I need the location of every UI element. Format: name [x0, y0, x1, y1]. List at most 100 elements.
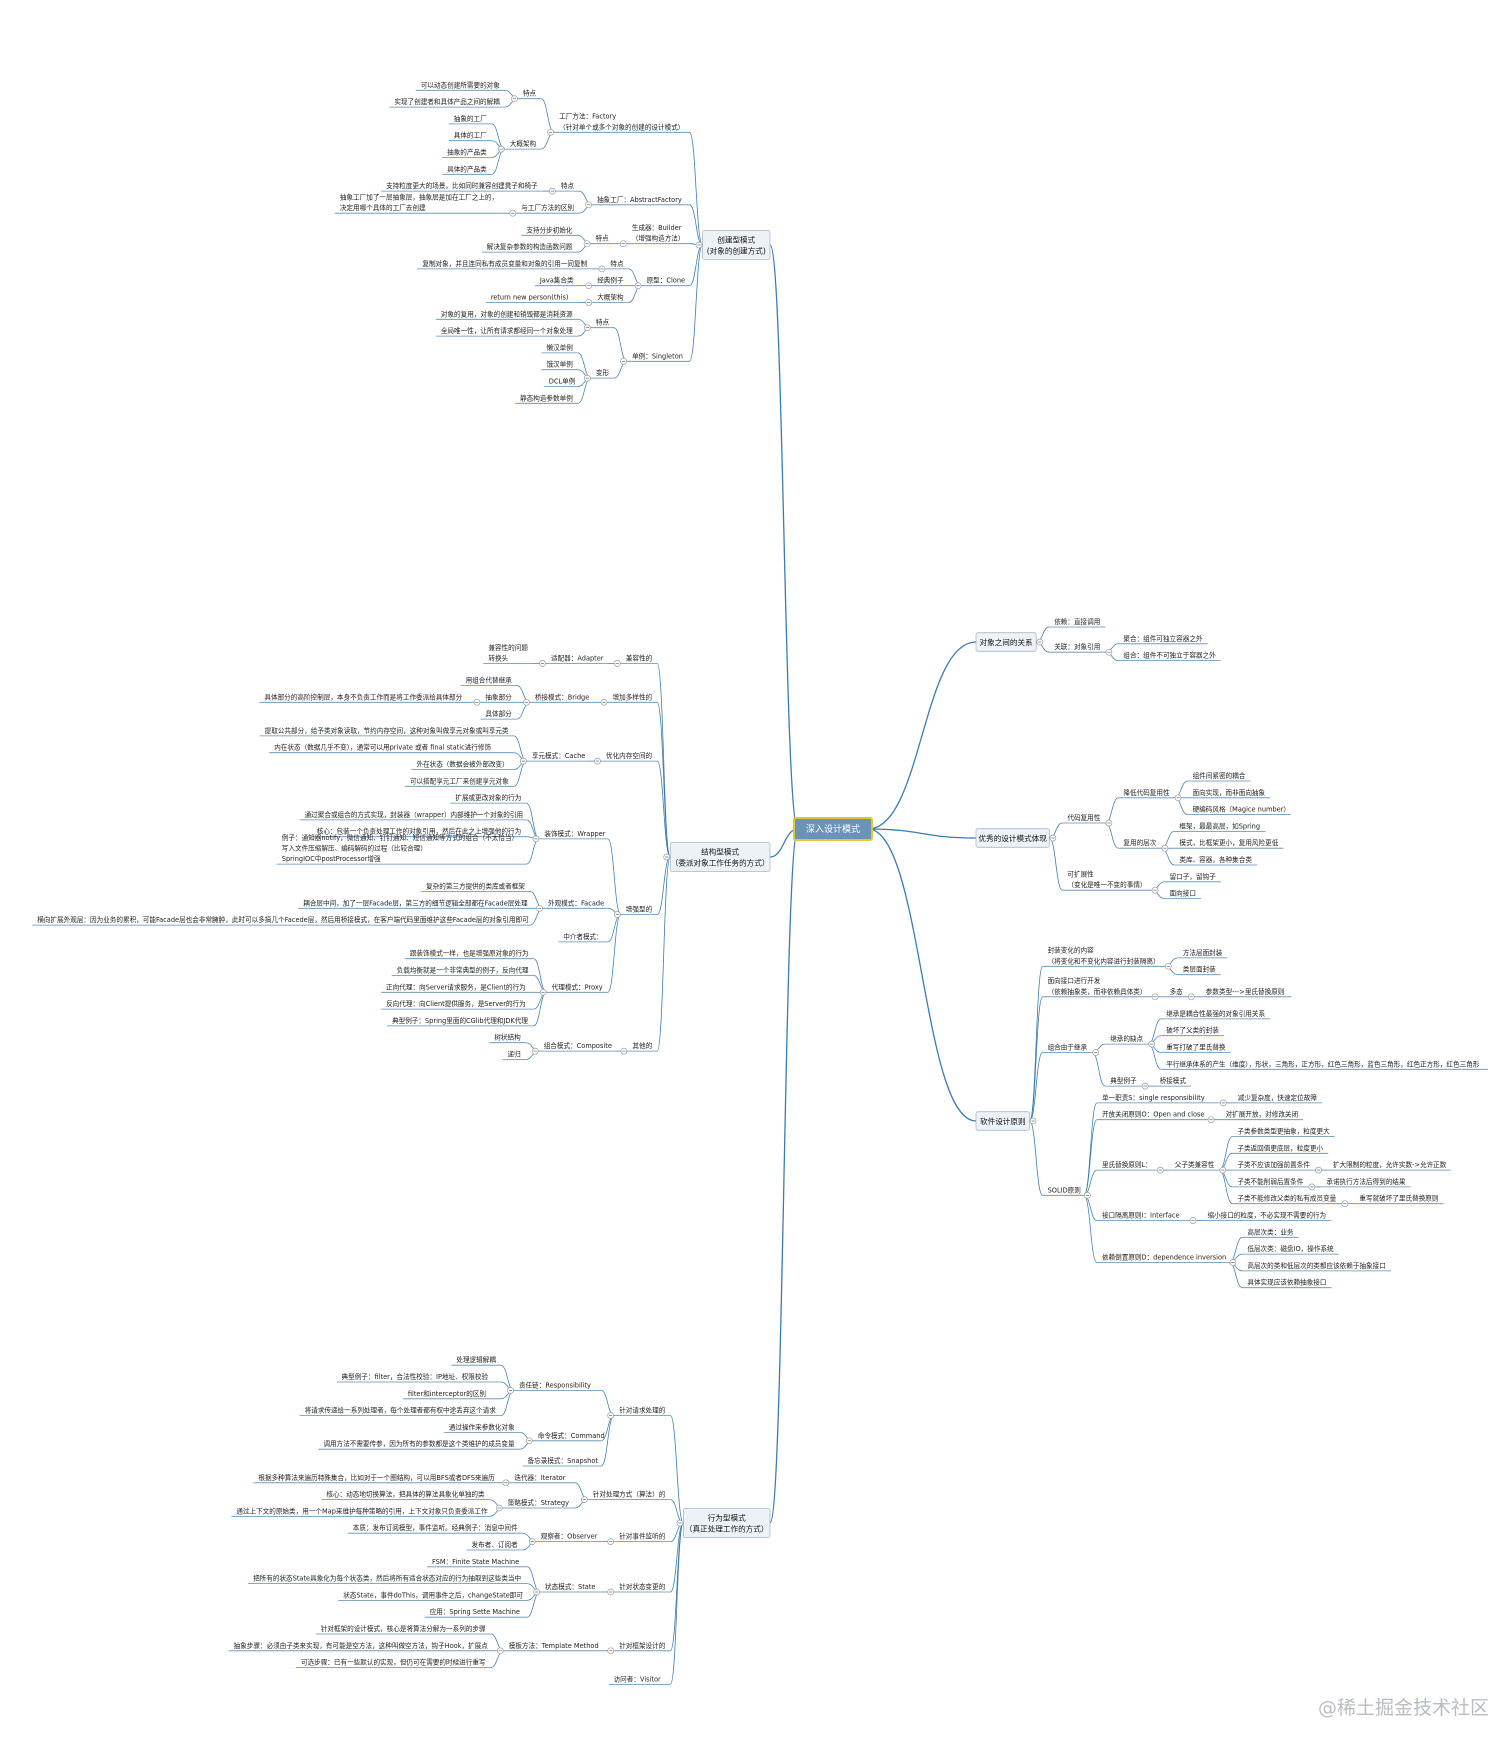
mindmap-node[interactable]: 重写打破了里氏替换	[1161, 1043, 1231, 1053]
mindmap-node[interactable]: 针对框架的设计模式，核心是将算法分解为一系列的步骤	[315, 1624, 491, 1635]
mindmap-node[interactable]: 通过聚合或组合的方式实现，封装器（wrapper）内部维护一个对象的引用	[299, 810, 527, 821]
mindmap-node[interactable]: 特点	[590, 318, 615, 329]
mindmap-node[interactable]: 正向代理：向Server请求服务，是Client的行为	[381, 982, 534, 993]
mindmap-node[interactable]: 工厂方法：Factory（针对单个或多个对象的创建的设计模式）	[554, 112, 690, 133]
mindmap-node[interactable]: 面向接口	[1164, 889, 1201, 899]
mindmap-node[interactable]: 类库、容器，各种集合类	[1174, 855, 1257, 866]
collapse-toggle[interactable]	[583, 240, 591, 248]
collapse-toggle[interactable]	[507, 1387, 514, 1394]
collapse-toggle[interactable]	[1341, 1200, 1349, 1208]
collapse-toggle[interactable]	[1049, 834, 1057, 842]
collapse-toggle[interactable]	[1151, 993, 1159, 1001]
mindmap-node[interactable]: 特点	[517, 89, 542, 100]
collapse-toggle[interactable]	[585, 201, 592, 209]
mindmap-node[interactable]: return new person(this)	[485, 294, 580, 303]
main-branch[interactable]: 对象之间的关系	[975, 632, 1037, 652]
mindmap-node[interactable]: 子类返回值更底层，粒度更小	[1232, 1143, 1329, 1154]
collapse-toggle[interactable]	[613, 911, 621, 918]
mindmap-node[interactable]: 可扩展性（变化是唯一不变的事情）	[1062, 870, 1152, 891]
collapse-toggle[interactable]	[531, 1047, 539, 1055]
mindmap-node[interactable]: 本质：发布订阅模型，事件监听。经典例子：消息中间件	[347, 1523, 523, 1534]
mindmap-node[interactable]: FSM：Finite State Machine	[426, 1558, 528, 1568]
collapse-toggle[interactable]	[695, 241, 703, 249]
mindmap-node[interactable]: 复制对象，并且连同私有成员变量和对象的引用一同复制	[417, 259, 593, 270]
collapse-toggle[interactable]	[663, 853, 671, 861]
mindmap-node[interactable]: 方法层面封装	[1177, 948, 1228, 959]
collapse-toggle[interactable]	[1029, 1117, 1037, 1125]
collapse-toggle[interactable]	[619, 240, 627, 248]
mindmap-node[interactable]: 代理模式：Proxy	[546, 982, 608, 993]
mindmap-node[interactable]: 经典例子	[592, 276, 629, 287]
mindmap-node[interactable]: 子类不能削弱后置条件	[1232, 1177, 1309, 1188]
mindmap-node[interactable]: 封装变化的内容（将变化和不变化内容进行封装隔离）	[1042, 946, 1165, 967]
mindmap-node[interactable]: 抽象工厂：AbstractFactory	[592, 195, 690, 206]
collapse-toggle[interactable]	[502, 1479, 510, 1487]
mindmap-node[interactable]: 对象的复用，对象的创建和销毁都是消耗资源	[435, 309, 578, 320]
collapse-toggle[interactable]	[1164, 962, 1172, 970]
mindmap-node[interactable]: 减少复杂度，快速定位故障	[1232, 1093, 1323, 1104]
collapse-toggle[interactable]	[607, 1647, 615, 1655]
mindmap-node[interactable]: 优化内存空间的	[601, 751, 658, 762]
mindmap-node[interactable]: 原型：Clone	[641, 276, 690, 287]
collapse-toggle[interactable]	[676, 1519, 684, 1527]
mindmap-node[interactable]: 面向接口进行开发（依赖抽象类，而非依赖具体类）	[1042, 976, 1152, 998]
mindmap-node[interactable]: 反向代理：向Client提供服务，是Server的行为	[381, 999, 534, 1010]
mindmap-node[interactable]: 负载均衡就是一个非常典型的例子，反向代理	[391, 966, 534, 976]
mindmap-node[interactable]: 抽象工厂加了一层抽象层，抽象层是加在工厂之上的，决定用哪个具体的工厂去创建	[334, 193, 504, 214]
collapse-toggle[interactable]	[620, 1047, 628, 1055]
mindmap-node[interactable]: 特点	[590, 234, 614, 245]
mindmap-node[interactable]: 应用：Spring Sette Machine	[424, 1607, 528, 1618]
collapse-toggle[interactable]	[1308, 1183, 1316, 1191]
collapse-toggle[interactable]	[1161, 844, 1169, 852]
mindmap-node[interactable]: 核心：包装一个负责处理工作的对象引用，然后在此之上增强他的行为	[311, 827, 527, 838]
mindmap-node[interactable]: 降低代码复用性	[1118, 788, 1175, 799]
collapse-toggle[interactable]	[620, 357, 627, 365]
collapse-toggle[interactable]	[511, 95, 518, 103]
collapse-toggle[interactable]	[1148, 1040, 1156, 1048]
mindmap-node[interactable]: SOLID原则	[1042, 1186, 1084, 1196]
main-branch[interactable]: 结构型模式（委派对象工作任务的方式）	[669, 842, 771, 873]
mindmap-node[interactable]: 子类不应该加强前置条件	[1232, 1160, 1315, 1171]
collapse-toggle[interactable]	[584, 374, 591, 382]
collapse-toggle[interactable]	[1207, 1116, 1215, 1124]
mindmap-node[interactable]: 具体的工厂	[448, 131, 492, 142]
mindmap-node[interactable]: 具体部分的高阶控制层，本身不负责工作而是将工作委派给具体部分	[259, 692, 468, 703]
mindmap-node[interactable]: 静态构造参数单例	[515, 393, 578, 404]
collapse-toggle[interactable]	[539, 660, 546, 667]
mindmap-node[interactable]: 父子类兼容性	[1169, 1160, 1220, 1171]
collapse-toggle[interactable]	[1092, 1049, 1100, 1056]
mindmap-node[interactable]: 留口子，留钩子	[1164, 872, 1221, 883]
mindmap-node[interactable]: filter和interceptor的区别	[402, 1389, 501, 1400]
mindmap-node[interactable]: 提取公共部分，给予类对象读取，节约内存空间，这种对象叫做享元对象或叫享元类	[259, 726, 514, 737]
mindmap-node[interactable]: 低层次类：磁盘IO，操作系统	[1242, 1244, 1339, 1255]
mindmap-node[interactable]: 抽象的产品类	[442, 148, 492, 158]
mindmap-node[interactable]: 具体的产品类	[442, 164, 492, 175]
collapse-toggle[interactable]	[1084, 1191, 1091, 1199]
mindmap-node[interactable]: 适配器：Adapter	[545, 653, 608, 664]
collapse-toggle[interactable]	[547, 128, 554, 136]
collapse-toggle[interactable]	[522, 698, 530, 706]
mindmap-node[interactable]: 平行继承体系的产生（维度），形状，三角形，正方形，红色三角形，蓝色三角形，红色正…	[1161, 1059, 1488, 1070]
mindmap-node[interactable]: 子类不能修改父类的私有成员变量	[1232, 1194, 1342, 1205]
collapse-toggle[interactable]	[1156, 1166, 1164, 1174]
collapse-toggle[interactable]	[532, 835, 540, 843]
mindmap-node[interactable]: 用组合代替继承	[460, 676, 517, 686]
mindmap-node[interactable]: 将请求传递给一系列处理者，每个处理者都有权中途丢弃这个请求	[299, 1406, 501, 1416]
mindmap-node[interactable]: 状态模式：State	[540, 1582, 602, 1593]
collapse-toggle[interactable]	[528, 1538, 536, 1545]
mindmap-node[interactable]: 实现了创建者和具体产品之间的解耦	[389, 97, 505, 108]
collapse-toggle[interactable]	[580, 1496, 588, 1503]
mindmap-node[interactable]: 享元模式：Cache	[526, 751, 588, 762]
mindmap-node[interactable]: 桥接模式：Bridge	[529, 692, 595, 703]
collapse-toggle[interactable]	[1229, 1259, 1237, 1266]
mindmap-node[interactable]: 依赖：直接调用	[1049, 617, 1106, 628]
mindmap-node[interactable]: 兼容性的	[620, 653, 658, 664]
mindmap-node[interactable]: 复用的层次	[1118, 838, 1162, 849]
mindmap-node[interactable]: 观察者：Observer	[535, 1532, 602, 1542]
mindmap-node[interactable]: 抽象的工厂	[448, 114, 492, 125]
mindmap-node[interactable]: 参数类型--->里氏替换原则	[1200, 987, 1292, 998]
collapse-toggle[interactable]	[1219, 1099, 1227, 1107]
mindmap-node[interactable]: 兼容性的问题转换头	[483, 643, 533, 664]
mindmap-node[interactable]: 针对状态变更的	[614, 1582, 671, 1593]
mindmap-node[interactable]: 递归	[502, 1050, 526, 1060]
